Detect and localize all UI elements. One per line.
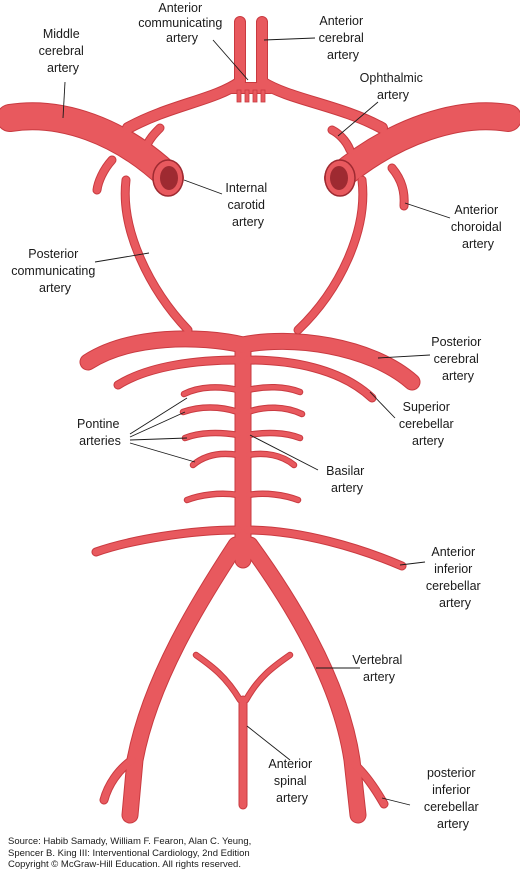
leader-posterior-inferior-cerebellar (381, 797, 411, 806)
left-vertebral-artery-outline (121, 536, 245, 824)
label-posterior-inferior-cerebellar: posterior inferior cerebellar artery (424, 766, 482, 831)
label-vertebral: Vertebral artery (352, 653, 406, 684)
pontine-branch-left-2 (180, 405, 241, 415)
left-posterior-communicating-artery (121, 176, 192, 334)
source-line: Copyright © McGraw-Hill Education. All r… (8, 859, 241, 870)
label-ophthalmic: Ophthalmic artery (360, 71, 427, 102)
leader-anterior-inferior-cerebellar (399, 561, 426, 566)
anterior-spinal-artery-left-root (193, 652, 243, 703)
source-credit: Source: Habib Samady, William F. Fearon,… (8, 836, 338, 871)
source-line: Spencer B. King III: Interventional Card… (8, 847, 250, 859)
leader-pontine-1 (129, 397, 188, 435)
right-posterior-cerebral-artery (235, 333, 420, 390)
label-middle-cerebral: Middle cerebral artery (39, 27, 88, 75)
left-middle-cerebral-artery (0, 103, 183, 191)
anterior-communicating-perforators (236, 89, 266, 103)
label-anterior-choroidal: Anterior choroidal artery (451, 203, 505, 251)
left-posterior-cerebral-artery (80, 331, 251, 370)
right-posterior-inferior-cerebellar-artery (351, 761, 388, 808)
right-internal-carotid-lumen-inner (330, 166, 348, 190)
acom-perforator (252, 89, 258, 103)
label-basilar: Basilar artery (326, 464, 368, 495)
left-internal-carotid-lumen-inner (160, 166, 178, 190)
leader-posterior-cerebral (377, 354, 431, 359)
label-posterior-cerebral: Posterior cerebral artery (431, 335, 485, 383)
leader-middle-cerebral (62, 81, 66, 119)
leader-lines (62, 37, 451, 806)
label-internal-carotid: Internal carotid artery (225, 181, 270, 229)
acom-perforator (260, 89, 266, 103)
pontine-branch-right-4 (245, 451, 297, 468)
labels: Anterior communicating artery Anterior c… (11, 1, 505, 831)
leader-superior-cerebellar (369, 391, 396, 419)
internal-carotid-cross-sections (152, 159, 356, 197)
right-posterior-communicating-artery (294, 176, 367, 334)
label-pontine: Pontine arteries (77, 417, 123, 448)
right-anterior-choroidal-artery (388, 164, 408, 210)
right-superior-cerebellar-artery (244, 356, 376, 402)
leader-anterior-communicating (212, 39, 249, 81)
leader-basilar (249, 434, 319, 471)
arterial-tree (0, 16, 520, 824)
label-posterior-communicating: Posterior communicating artery (11, 247, 99, 295)
pontine-branch-left-1 (181, 385, 241, 397)
leader-posterior-communicating (94, 252, 150, 263)
leader-pontine-3 (129, 437, 188, 441)
pontine-branch-left-4 (190, 451, 241, 468)
right-vertebral-artery (242, 537, 366, 823)
left-posterior-inferior-cerebellar-artery (100, 756, 136, 804)
pontine-branch-left-5 (184, 491, 241, 503)
acom-perforator (244, 89, 250, 103)
pontine-branch-right-1 (245, 385, 303, 395)
leader-anterior-cerebral (263, 37, 316, 41)
left-superior-cerebellar-artery (114, 356, 242, 389)
pontine-branch-right-2 (245, 405, 305, 417)
leader-pontine-2 (129, 411, 186, 438)
acom-perforator (236, 89, 242, 103)
pontine-branch-right-5 (245, 491, 301, 503)
leader-anterior-spinal (246, 725, 291, 761)
label-anterior-cerebral: Anterior cerebral artery (319, 14, 368, 62)
left-anterior-choroidal-artery (93, 156, 116, 194)
label-anterior-communicating: Anterior communicating artery (138, 1, 226, 45)
label-superior-cerebellar: Superior cerebellar artery (399, 400, 457, 448)
left-ophthalmic-artery (141, 124, 164, 154)
label-anterior-inferior-cerebellar: Anterior inferior cerebellar artery (426, 545, 484, 610)
label-anterior-spinal: Anterior spinal artery (268, 757, 315, 805)
right-middle-cerebral-artery (325, 103, 520, 191)
pontine-branch-left-3 (182, 430, 241, 441)
source-line: Source: Habib Samady, William F. Fearon,… (8, 836, 252, 847)
left-vertebral-artery (122, 537, 244, 823)
leader-pontine-4 (129, 442, 196, 463)
pontine-branch-right-3 (245, 430, 303, 441)
left-anterior-inferior-cerebellar-artery (92, 526, 242, 556)
right-anterior-inferior-cerebellar-artery (244, 526, 406, 570)
anterior-spinal-artery-right-root (243, 652, 293, 703)
leader-internal-carotid (183, 179, 223, 195)
right-ophthalmic-artery (328, 126, 354, 154)
leader-ophthalmic (337, 101, 379, 137)
leader-anterior-choroidal (404, 202, 451, 219)
